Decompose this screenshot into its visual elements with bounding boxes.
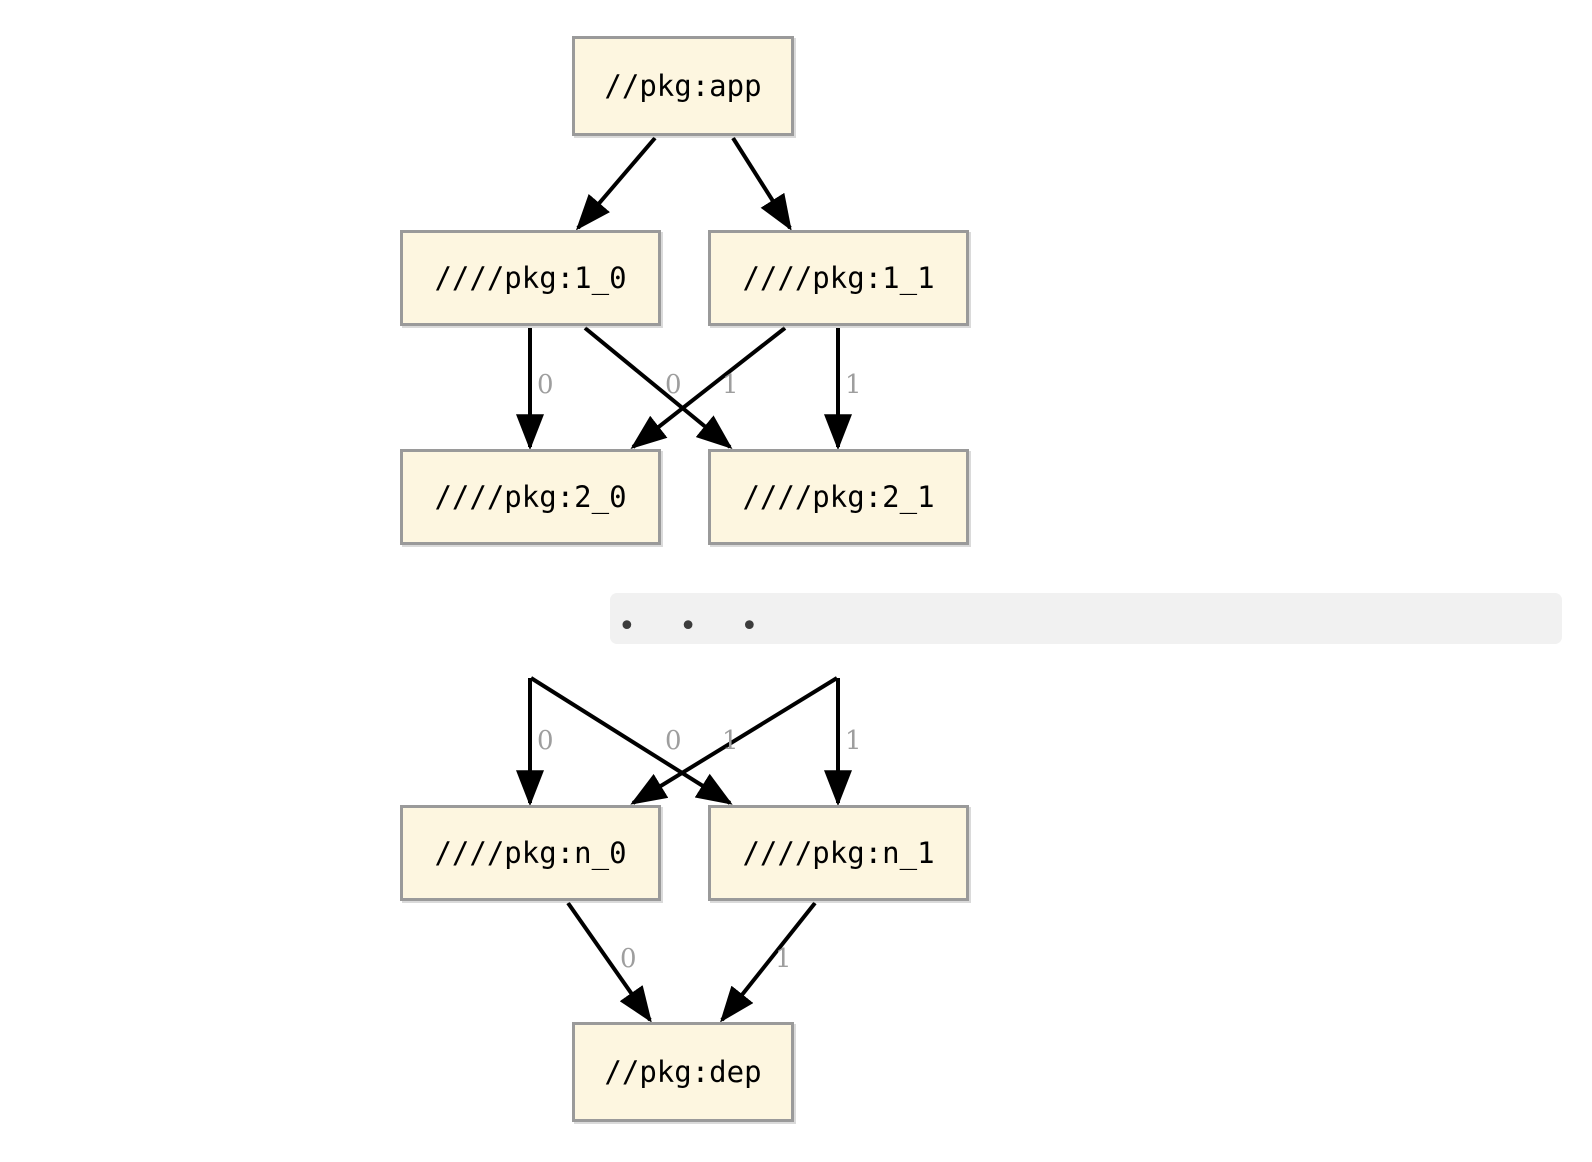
node-ln_0[interactable]: ////pkg:n_0 bbox=[400, 805, 661, 901]
node-label: ////pkg:2_1 bbox=[742, 480, 935, 514]
node-label: ////pkg:2_0 bbox=[434, 480, 627, 514]
edge-arrow bbox=[630, 676, 839, 805]
edge-arrow bbox=[529, 676, 733, 805]
node-app[interactable]: //pkg:app bbox=[572, 36, 794, 136]
edge-label: 0 bbox=[665, 726, 682, 756]
edge-label: 0 bbox=[665, 370, 682, 400]
node-l2_0[interactable]: ////pkg:2_0 bbox=[400, 449, 661, 545]
edge-arrow bbox=[630, 326, 787, 449]
node-ln_1[interactable]: ////pkg:n_1 bbox=[708, 805, 969, 901]
edge-label: 1 bbox=[722, 726, 739, 756]
edge-arrow bbox=[720, 901, 817, 1023]
edge-arrow bbox=[575, 136, 657, 231]
edge-arrow bbox=[566, 901, 652, 1023]
node-label: ////pkg:1_0 bbox=[434, 261, 627, 295]
node-label: ////pkg:1_1 bbox=[742, 261, 935, 295]
edge-label: 1 bbox=[845, 370, 862, 400]
node-dep[interactable]: //pkg:dep bbox=[572, 1022, 794, 1122]
edge-arrow bbox=[583, 326, 733, 450]
edge-arrow bbox=[731, 136, 792, 231]
node-label: ////pkg:n_0 bbox=[434, 836, 627, 870]
edge-label: 0 bbox=[537, 726, 554, 756]
edge-label: 1 bbox=[775, 944, 792, 974]
edge-label: 0 bbox=[537, 370, 554, 400]
node-label: ////pkg:n_1 bbox=[742, 836, 935, 870]
node-l1_0[interactable]: ////pkg:1_0 bbox=[400, 230, 661, 326]
node-label: //pkg:dep bbox=[604, 1055, 762, 1089]
node-l2_1[interactable]: ////pkg:2_1 bbox=[708, 449, 969, 545]
edge-lines bbox=[516, 136, 852, 1023]
edge-label: 0 bbox=[620, 944, 637, 974]
omitted-rows-band bbox=[610, 593, 1562, 644]
node-l1_1[interactable]: ////pkg:1_1 bbox=[708, 230, 969, 326]
ellipsis-dots: • • • bbox=[618, 609, 776, 644]
edge-label: 1 bbox=[845, 726, 862, 756]
edge-label: 1 bbox=[722, 370, 739, 400]
node-label: //pkg:app bbox=[604, 69, 762, 103]
